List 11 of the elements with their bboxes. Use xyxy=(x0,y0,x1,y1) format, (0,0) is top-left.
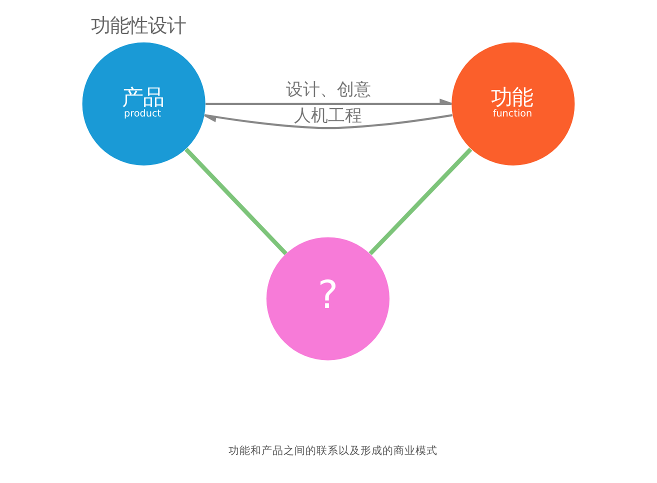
edge-label: 设计、创意 xyxy=(286,80,372,100)
connector xyxy=(368,148,472,256)
caption: 功能和产品之间的联系以及形成的商业模式 xyxy=(228,444,438,457)
arrow xyxy=(204,114,452,130)
node-circle: ? xyxy=(266,237,390,360)
connector xyxy=(184,148,288,256)
node-circle: 产品 product xyxy=(82,42,206,166)
diagram-title: 功能性设计 xyxy=(90,14,186,38)
arrow xyxy=(206,98,453,105)
edge-label: 人机工程 xyxy=(294,106,362,126)
node-circle: 功能 function xyxy=(452,42,575,166)
